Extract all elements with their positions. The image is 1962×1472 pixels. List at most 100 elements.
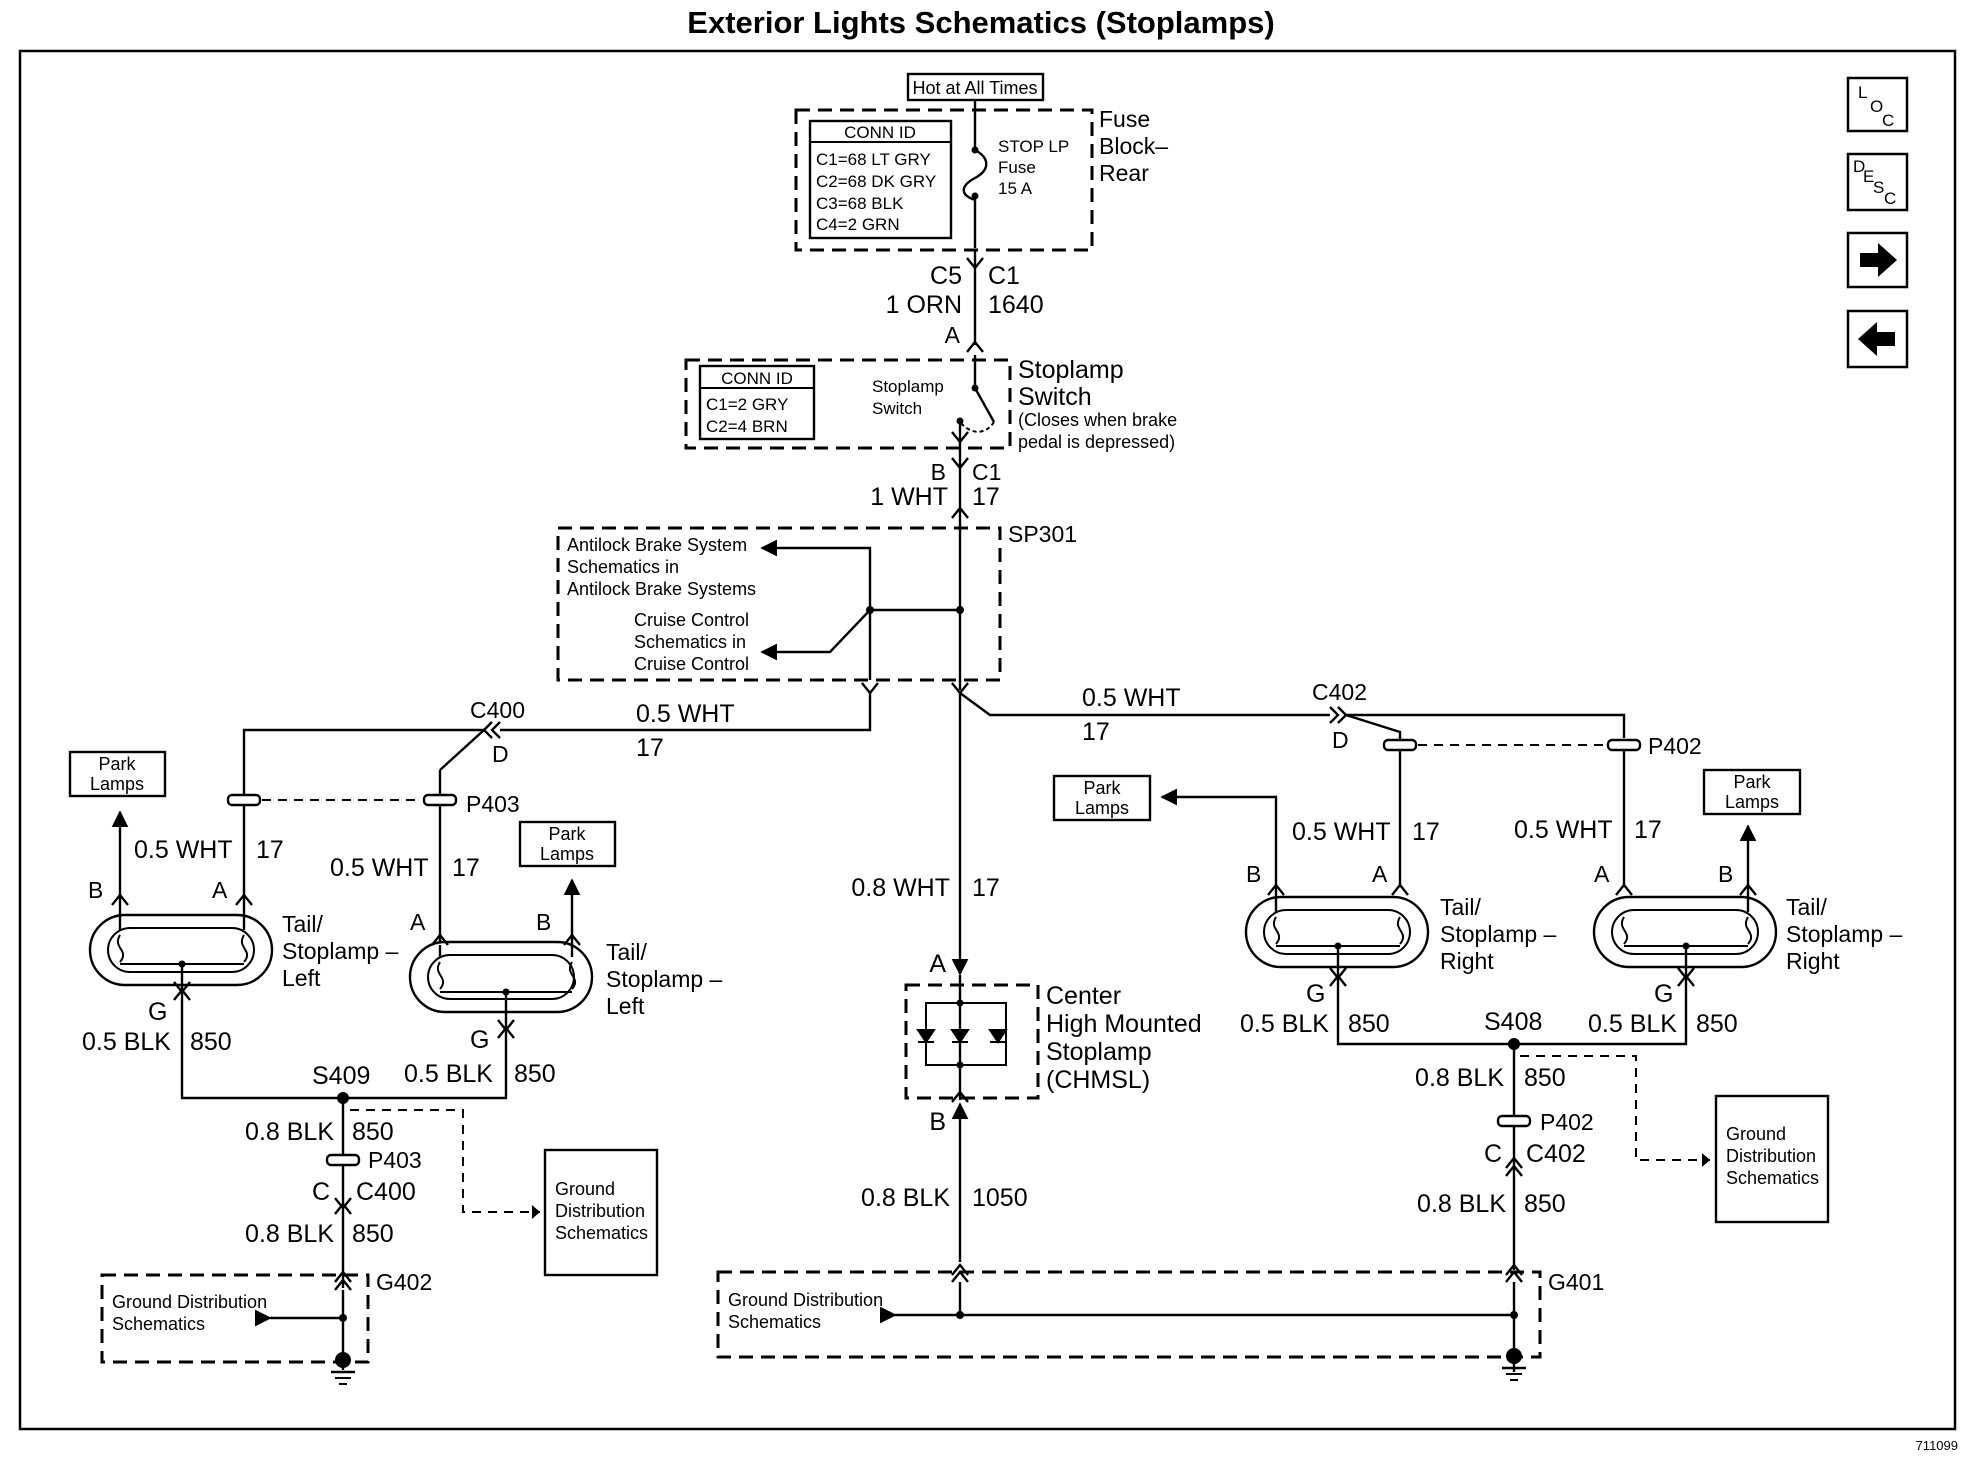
- svg-text:Lamps: Lamps: [540, 844, 594, 864]
- diagram-frame: [18, 49, 1957, 1431]
- svg-text:17: 17: [1412, 818, 1440, 846]
- svg-text:850: 850: [1348, 1010, 1390, 1038]
- stop-lp-fuse: [962, 100, 988, 248]
- svg-text:C: C: [1884, 189, 1896, 208]
- svg-text:G: G: [1306, 980, 1325, 1008]
- g401-ground: G401 Ground Distribution Schematics: [716, 1269, 1604, 1381]
- svg-text:A: A: [945, 322, 961, 348]
- svg-text:C1=2 GRY: C1=2 GRY: [706, 395, 788, 414]
- svg-text:C: C: [1882, 111, 1894, 130]
- svg-text:Schematics in: Schematics in: [567, 557, 679, 577]
- tail-stoplamp-right-inner: Tail/ Stoplamp – Right: [1244, 894, 1557, 974]
- svg-text:Ground Distribution: Ground Distribution: [112, 1292, 267, 1312]
- svg-text:SP301: SP301: [1008, 521, 1077, 547]
- svg-text:A: A: [1372, 861, 1388, 887]
- svg-text:G401: G401: [1548, 1269, 1604, 1295]
- svg-text:17: 17: [636, 734, 664, 762]
- svg-text:0.5 WHT: 0.5 WHT: [134, 836, 233, 864]
- svg-text:C: C: [312, 1178, 330, 1206]
- svg-text:Park: Park: [548, 824, 586, 844]
- svg-text:C1: C1: [972, 459, 1001, 485]
- svg-text:(Closes when brake: (Closes when brake: [1018, 410, 1177, 430]
- previous-page-button[interactable]: [1846, 309, 1909, 369]
- svg-text:A: A: [212, 877, 228, 903]
- svg-text:B: B: [1718, 861, 1733, 887]
- svg-text:850: 850: [352, 1220, 394, 1248]
- svg-text:Lamps: Lamps: [90, 774, 144, 794]
- svg-text:C4=2 GRN: C4=2 GRN: [816, 215, 900, 234]
- svg-text:15 A: 15 A: [998, 179, 1033, 198]
- g402-ground: G402 Ground Distribution Schematics: [100, 1269, 432, 1385]
- svg-text:C2=68 DK GRY: C2=68 DK GRY: [816, 172, 936, 191]
- svg-text:G: G: [1654, 980, 1673, 1008]
- svg-text:C402: C402: [1526, 1140, 1586, 1168]
- svg-text:Ground: Ground: [555, 1179, 615, 1199]
- next-page-button[interactable]: [1846, 231, 1909, 289]
- svg-text:Block–: Block–: [1099, 133, 1168, 159]
- svg-text:A: A: [410, 909, 426, 935]
- svg-text:Stoplamp: Stoplamp: [1018, 356, 1124, 384]
- park-lamps-box-left-2: Park Lamps: [518, 820, 617, 868]
- svg-text:S: S: [1873, 178, 1884, 197]
- svg-text:Stoplamp –: Stoplamp –: [1440, 921, 1557, 947]
- svg-text:Stoplamp: Stoplamp: [872, 377, 944, 396]
- svg-text:0.8 BLK: 0.8 BLK: [245, 1118, 334, 1146]
- svg-text:P402: P402: [1648, 733, 1702, 759]
- svg-text:G: G: [470, 1026, 489, 1054]
- svg-text:0.8 BLK: 0.8 BLK: [245, 1220, 334, 1248]
- svg-text:850: 850: [1696, 1010, 1738, 1038]
- svg-text:B: B: [1246, 861, 1261, 887]
- wire-left-main-label: 0.5 WHT: [636, 700, 735, 728]
- svg-text:Park: Park: [98, 754, 136, 774]
- svg-text:17: 17: [1082, 718, 1110, 746]
- svg-text:Tail/: Tail/: [282, 911, 324, 937]
- svg-text:A: A: [929, 950, 946, 978]
- svg-text:Cruise Control: Cruise Control: [634, 610, 749, 630]
- conn-c5-label: C5: [930, 262, 962, 290]
- svg-text:0.5 BLK: 0.5 BLK: [82, 1028, 171, 1056]
- svg-text:0.8 WHT: 0.8 WHT: [851, 874, 950, 902]
- svg-text:Schematics: Schematics: [112, 1314, 205, 1334]
- svg-text:Tail/: Tail/: [1440, 894, 1482, 920]
- wire-1-wht-label: 1 WHT: [870, 483, 948, 511]
- svg-text:850: 850: [514, 1060, 556, 1088]
- splice-s409-label: S409: [312, 1062, 370, 1090]
- svg-text:17: 17: [1634, 816, 1662, 844]
- svg-text:D: D: [1853, 157, 1865, 176]
- svg-text:C: C: [1484, 1140, 1502, 1168]
- svg-text:Schematics in: Schematics in: [634, 632, 746, 652]
- svg-text:Tail/: Tail/: [606, 939, 648, 965]
- loc-button[interactable]: L O C: [1846, 76, 1909, 133]
- svg-text:Schematics: Schematics: [728, 1312, 821, 1332]
- conn-c400-label: C400: [470, 697, 525, 723]
- svg-text:A: A: [1594, 861, 1610, 887]
- svg-text:Cruise Control: Cruise Control: [634, 654, 749, 674]
- svg-text:850: 850: [1524, 1190, 1566, 1218]
- svg-text:High Mounted: High Mounted: [1046, 1010, 1202, 1038]
- svg-text:P402: P402: [1540, 1109, 1594, 1135]
- diagram-id: 711099: [1916, 1438, 1958, 1453]
- svg-text:0.5 BLK: 0.5 BLK: [404, 1060, 493, 1088]
- svg-text:Switch: Switch: [1018, 383, 1092, 411]
- svg-text:Left: Left: [282, 965, 321, 991]
- svg-text:Distribution: Distribution: [1726, 1146, 1816, 1166]
- ground-distribution-box-left: Ground Distribution Schematics: [543, 1148, 659, 1277]
- splice-s408-label: S408: [1484, 1008, 1542, 1036]
- desc-button[interactable]: D E S C: [1846, 152, 1909, 212]
- svg-text:Stoplamp –: Stoplamp –: [282, 938, 399, 964]
- svg-text:D: D: [492, 741, 509, 767]
- svg-text:Stoplamp –: Stoplamp –: [606, 966, 723, 992]
- p402-splice-top: P402: [1382, 733, 1702, 759]
- svg-text:0.5 WHT: 0.5 WHT: [1292, 818, 1391, 846]
- svg-text:STOP LP: STOP LP: [998, 137, 1069, 156]
- wire-1-orn-label: 1 ORN: [886, 291, 962, 319]
- svg-text:B: B: [88, 877, 103, 903]
- svg-text:850: 850: [352, 1118, 394, 1146]
- arrow-left-icon: [1858, 322, 1895, 356]
- svg-text:G402: G402: [376, 1269, 432, 1295]
- ground-distribution-box-right: Ground Distribution Schematics: [1714, 1094, 1830, 1224]
- svg-text:Fuse: Fuse: [1099, 106, 1150, 132]
- svg-text:B: B: [931, 459, 946, 485]
- hot-at-all-times-label: Hot at All Times: [906, 72, 1045, 102]
